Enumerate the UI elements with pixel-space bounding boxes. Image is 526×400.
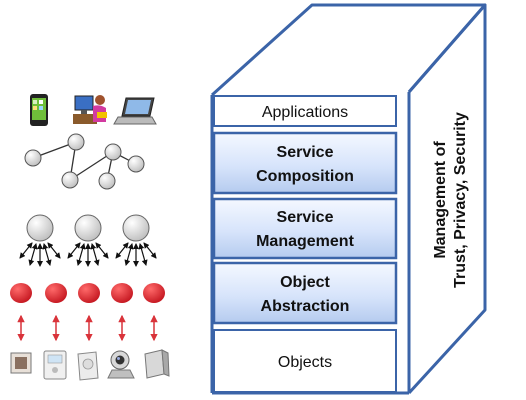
- object-link-arrows: [17, 314, 158, 342]
- laptop-icon: [113, 97, 157, 125]
- webcam-icon: [107, 350, 135, 379]
- graph-node: [98, 172, 116, 190]
- service-node: [26, 214, 54, 242]
- object-node: [45, 283, 67, 303]
- service-node: [74, 214, 102, 242]
- object-node: [10, 283, 32, 303]
- sensor-icon: [10, 352, 32, 374]
- layer-service-composition-line1: Service: [277, 144, 334, 161]
- service-nodes: [26, 214, 150, 242]
- fan-out-arrows: [19, 242, 157, 267]
- service-node: [122, 214, 150, 242]
- object-node: [143, 283, 165, 303]
- object-node: [78, 283, 100, 303]
- graph-node: [24, 149, 42, 167]
- person-at-computer-icon: [73, 95, 107, 124]
- server-box-icon: [144, 349, 170, 379]
- side-label-line1: Management of: [432, 141, 449, 259]
- layer-service-composition: Service Composition: [212, 131, 398, 195]
- side-management-label: Management of Trust, Privacy, Security: [432, 112, 469, 288]
- graph-node: [104, 143, 122, 161]
- object-node: [111, 283, 133, 303]
- graph-node: [127, 155, 145, 173]
- layer-service-management-line1: Service: [277, 209, 334, 226]
- frame-right-face: [407, 3, 487, 395]
- thermostat-icon: [43, 350, 67, 380]
- devices-row: [30, 94, 157, 126]
- appliance-icon: [77, 351, 99, 381]
- layer-object-abstraction-line1: Object: [280, 274, 330, 291]
- network-graph: [24, 133, 145, 190]
- object-nodes: [10, 283, 165, 303]
- layer-service-management: Service Management: [212, 197, 398, 260]
- layer-applications: Applications: [213, 95, 397, 127]
- graph-node: [67, 133, 85, 151]
- layer-object-abstraction: Object Abstraction: [212, 261, 398, 325]
- graph-node: [61, 171, 79, 189]
- side-label-line2: Trust, Privacy, Security: [452, 112, 469, 288]
- layer-service-management-line2: Management: [256, 233, 354, 250]
- physical-objects-row: [10, 349, 170, 381]
- layer-service-composition-line2: Composition: [256, 168, 354, 185]
- layer-objects-label: Objects: [278, 354, 332, 371]
- layer-object-abstraction-line2: Abstraction: [261, 298, 350, 315]
- smartphone-icon: [30, 94, 48, 126]
- layer-objects: Objects: [213, 329, 397, 393]
- layer-applications-label: Applications: [262, 104, 348, 121]
